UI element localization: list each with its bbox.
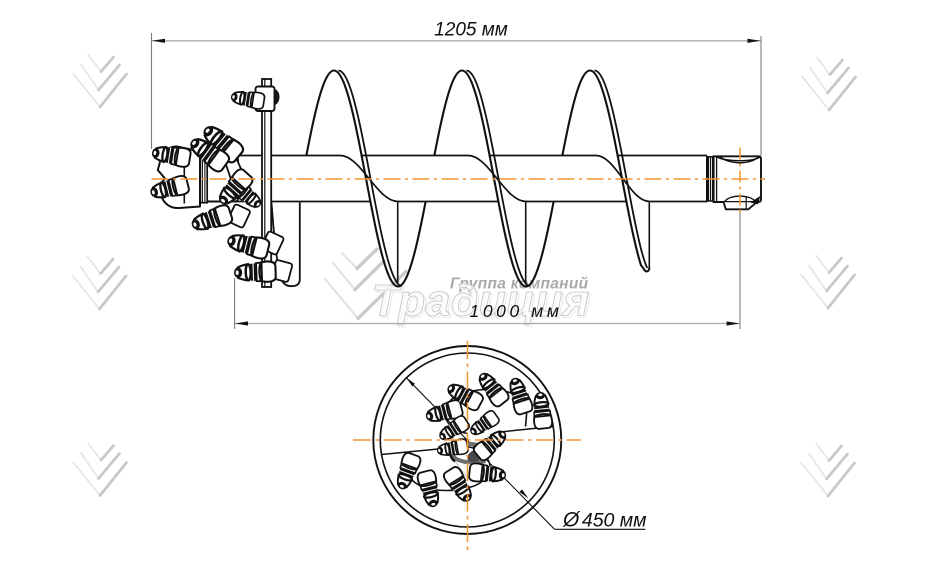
svg-text:Традиция: Традиция — [372, 277, 590, 326]
svg-text:1205 мм: 1205 мм — [434, 20, 508, 41]
svg-text:Традиция: Традиция — [374, 279, 592, 328]
svg-text:Группа компаний: Группа компаний — [450, 276, 589, 293]
svg-text:1000 мм: 1000 мм — [470, 301, 563, 321]
